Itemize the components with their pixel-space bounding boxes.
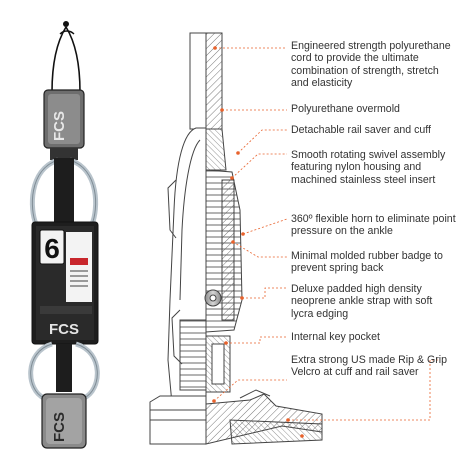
callout-cord: Engineered strength polyurethane cord to…: [291, 40, 451, 89]
leader-badge: [232, 241, 287, 258]
section-velcro: [229, 419, 323, 445]
callout-key-pocket: Internal key pocket: [291, 331, 380, 343]
leader-velcro: [213, 379, 287, 402]
leader-horn: [242, 218, 288, 235]
leader-lines: [213, 47, 438, 421]
leash-photo: FCS 6 FCS FCS: [28, 21, 100, 449]
callout-overmold: Polyurethane overmold: [291, 103, 400, 115]
callout-swivel: Smooth rotating swivel assembly featurin…: [291, 149, 446, 186]
leader-rail-saver: [237, 129, 287, 154]
leash-size: 6: [44, 233, 60, 264]
cuff-band: [66, 232, 92, 302]
leader-swivel: [231, 153, 287, 179]
section-overmold: [205, 128, 227, 171]
brand-logo-bottom: FCS: [51, 412, 68, 442]
callout-velcro: Extra strong US made Rip & Grip Velcro a…: [291, 354, 448, 379]
brand-logo-cuff: FCS: [49, 321, 79, 338]
size-badge: [39, 229, 65, 265]
string-loop: [51, 26, 81, 93]
leader-dots: [212, 46, 304, 438]
leader-velcro-2: [288, 359, 438, 421]
callout-strap: Deluxe padded high density neoprene ankl…: [291, 283, 433, 320]
leader-strap: [242, 287, 287, 299]
callout-badge: Minimal molded rubber badge to prevent s…: [291, 250, 443, 275]
leader-key-pocket: [226, 336, 287, 344]
callout-horn: 360º flexible horn to eliminate point pr…: [291, 213, 456, 238]
red-label: [70, 258, 88, 265]
brand-logo-top: FCS: [51, 111, 68, 141]
cross-section: [149, 32, 323, 445]
callout-rail-saver: Detachable rail saver and cuff: [291, 124, 431, 136]
